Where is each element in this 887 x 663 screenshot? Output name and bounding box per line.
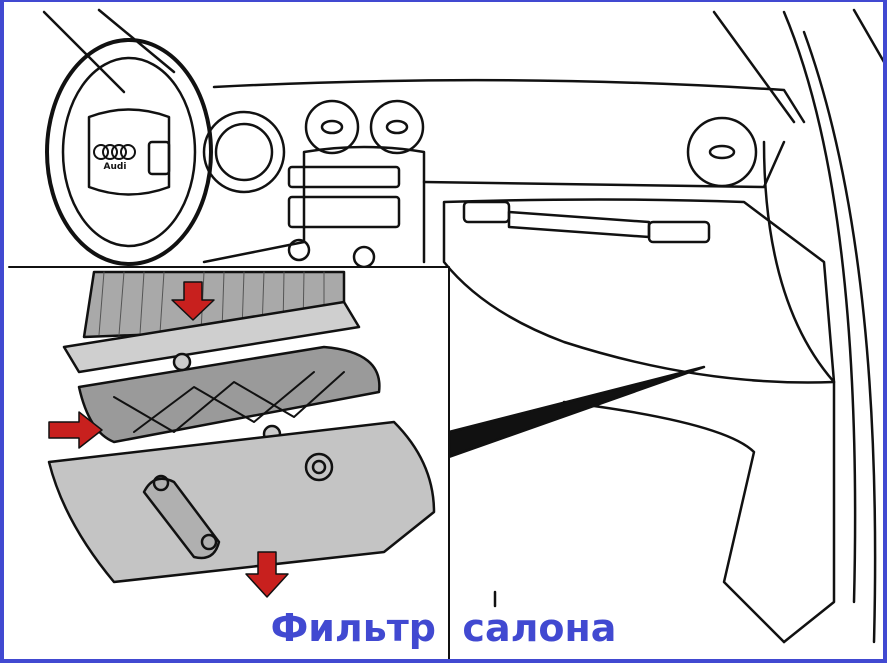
arrows [48, 281, 289, 598]
windshield-lines [42, 8, 883, 124]
pointer-wedge [447, 365, 706, 459]
cabin-filter [62, 270, 361, 374]
cabin-filter-illustration [8, 8, 883, 659]
air-vents [304, 99, 758, 188]
logo-text: Audi [103, 162, 127, 172]
door-pillar [562, 10, 877, 644]
dashboard [202, 78, 836, 384]
caption-title: Фильтр салона [270, 606, 617, 650]
arrow-right-icon [48, 411, 103, 449]
cover-panel [47, 420, 436, 584]
audi-logo [93, 144, 136, 160]
inset-frame [8, 266, 450, 659]
arrow-down-icon [245, 551, 289, 598]
arrow-down-icon [171, 281, 215, 321]
steering-wheel [45, 38, 286, 266]
